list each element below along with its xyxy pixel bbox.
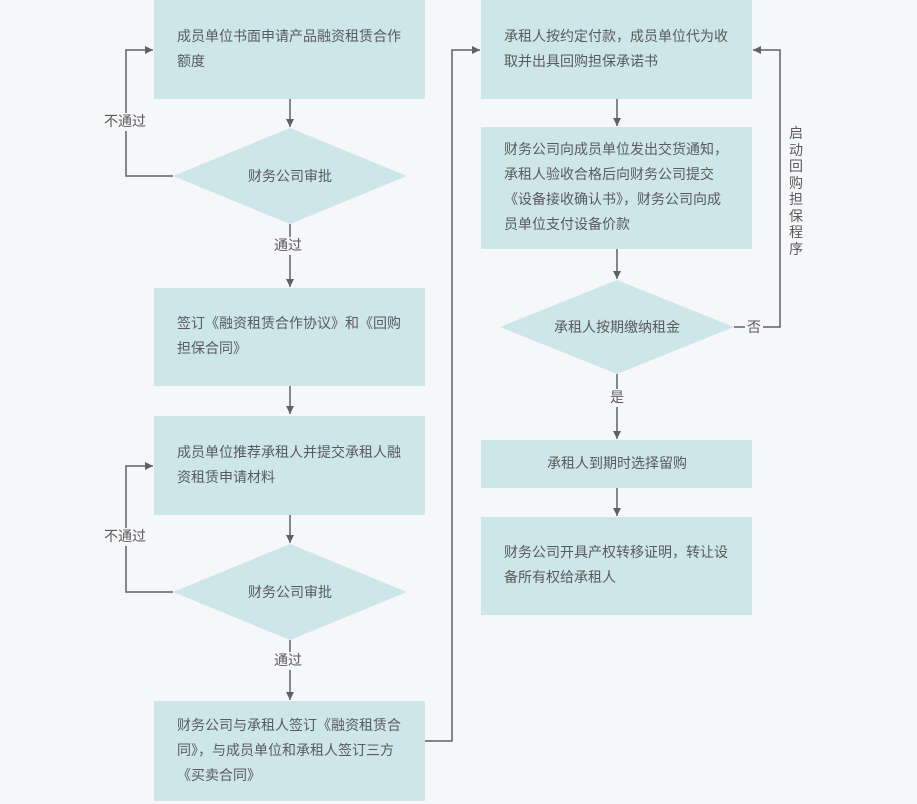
step-pay-text: 承租人按约定付款，成员单位代为收取并出具回购担保承诺书	[504, 28, 728, 70]
step-pay: 承租人按约定付款，成员单位代为收取并出具回购担保承诺书	[481, 0, 752, 99]
step-transfer: 财务公司开具产权转移证明，转让设备所有权给承租人	[481, 517, 752, 615]
edge-label-no: 否	[745, 319, 763, 337]
step-sign-contracts: 财务公司与承租人签订《融资租赁合同》，与成员单位和承租人签订三方《买卖合同》	[154, 701, 425, 801]
step-recommend: 成员单位推荐承租人并提交承租人融资租赁申请材料	[154, 416, 425, 515]
edge-label-pass1: 通过	[274, 237, 302, 255]
edge-label-pass2: 通过	[274, 652, 302, 670]
edge-label-reject1: 不通过	[104, 113, 146, 131]
decision-rent-shape	[500, 280, 734, 374]
step-sign-agreement-text: 签订《融资租赁合作协议》和《回购担保合同》	[177, 316, 401, 357]
step-apply-text: 成员单位书面申请产品融资租赁合作额度	[177, 28, 401, 70]
step-retain-text: 承租人到期时选择留购	[547, 455, 687, 472]
decision-approve2-label: 财务公司审批	[248, 585, 332, 601]
step-delivery: 财务公司向成员单位发出交货通知，承租人验收合格后向财务公司提交《设备接收确认书》…	[481, 127, 752, 249]
step-sign-agreement: 签订《融资租赁合作协议》和《回购担保合同》	[154, 288, 425, 386]
decision-approve1-label: 财务公司审批	[248, 169, 332, 185]
step-delivery-text: 财务公司向成员单位发出交货通知，承租人验收合格后向财务公司提交《设备接收确认书》…	[504, 142, 728, 233]
edge-label-yes: 是	[610, 389, 624, 407]
step-sign-contracts-text: 财务公司与承租人签订《融资租赁合同》，与成员单位和承租人签订三方《买卖合同》	[177, 717, 401, 784]
step-apply: 成员单位书面申请产品融资租赁合作额度	[154, 0, 425, 99]
step-retain: 承租人到期时选择留购	[481, 440, 752, 488]
arrow-contracts-to-pay	[425, 46, 480, 742]
edge-label-restart: 启动回购担保程序	[788, 126, 804, 258]
decision-approve1-shape	[173, 128, 407, 224]
decision-rent-label: 承租人按期缴纳租金	[554, 320, 680, 336]
edge-label-reject2: 不通过	[104, 528, 146, 546]
decision-approve2-shape	[173, 544, 407, 640]
step-transfer-text: 财务公司开具产权转移证明，转让设备所有权给承租人	[504, 545, 728, 586]
step-recommend-text: 成员单位推荐承租人并提交承租人融资租赁申请材料	[177, 444, 401, 486]
